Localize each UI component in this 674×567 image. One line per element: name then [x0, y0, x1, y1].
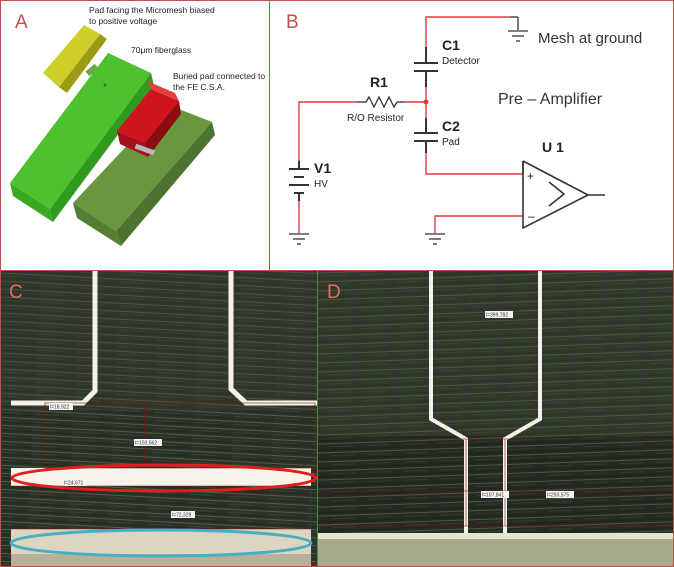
measurement-labels-d: l=399,782 l=107,841 l=293,575 — [481, 311, 574, 499]
panel-b-letter: B — [286, 12, 299, 33]
panel-d-letter: D — [327, 282, 341, 303]
panel-c: l=18,922 l=103,562 l=24,671 l=72,329 C — [0, 270, 318, 567]
u1-name: U 1 — [542, 139, 564, 155]
junction-dot — [423, 99, 429, 105]
green-board — [10, 53, 154, 222]
ground-symbol-battery — [289, 233, 309, 245]
opamp-u1 — [522, 160, 605, 230]
buried-pad — [117, 81, 181, 157]
micrograph-c: l=18,922 l=103,562 l=24,671 l=72,329 C — [1, 271, 317, 566]
capacitor-c1 — [414, 47, 438, 87]
c2-desc: Pad — [442, 137, 460, 148]
c1-name: C1 — [442, 37, 460, 53]
meas-c-1: l=18,922 — [50, 405, 70, 411]
panel-b: B — [269, 0, 674, 271]
v1-desc: HV — [314, 179, 328, 190]
c2-name: C2 — [442, 118, 460, 134]
panel-a-illustration: Pad facing the Micromesh biased to posit… — [10, 5, 266, 246]
panel-a-letter: A — [15, 12, 28, 33]
mesh-label: Mesh at ground — [538, 30, 642, 47]
bright-layer — [11, 468, 311, 486]
dark-board — [73, 104, 215, 246]
buried-pad-label: Buried pad connected to the FE C.S.A. — [173, 71, 266, 92]
pad-label: Pad facing the Micromesh biased to posit… — [89, 5, 215, 26]
measurement-labels-c: l=18,922 l=103,562 l=24,671 l=72,329 — [49, 403, 195, 519]
opamp-minus: – — [528, 209, 535, 223]
ground-symbol-amp — [425, 233, 445, 245]
ground-symbol-mesh — [508, 30, 528, 42]
meas-d-2: l=107,841 — [482, 493, 504, 499]
meas-c-2: l=103,562 — [135, 441, 157, 447]
red-wires — [298, 16, 523, 233]
micrograph-d: l=399,782 l=107,841 l=293,575 D — [318, 271, 673, 566]
panel-d: l=399,782 l=107,841 l=293,575 D — [317, 270, 674, 567]
red-ellipse — [10, 463, 317, 493]
blue-ellipse — [9, 528, 313, 558]
capacitor-c2 — [414, 118, 438, 153]
fiberglass-label: 70μm fiberglass — [131, 45, 192, 55]
v1-name: V1 — [314, 160, 331, 176]
opamp-plus: + — [527, 169, 534, 183]
meas-c-3: l=24,671 — [64, 481, 84, 487]
mesh-ground-wire — [510, 16, 519, 30]
meas-d-3: l=293,575 — [547, 493, 569, 499]
r1-desc: R/O Resistor — [347, 113, 405, 124]
battery-v1 — [289, 161, 309, 201]
panel-a: A Pad fac — [0, 0, 270, 271]
r1-name: R1 — [370, 74, 388, 90]
resistor-r1 — [357, 95, 405, 109]
panel-c-letter: C — [9, 282, 23, 303]
circuit-schematic: C1 Detector R1 R/O Resistor C2 Pad V1 HV… — [289, 16, 642, 245]
micromesh-pad — [43, 25, 107, 93]
preamp-label: Pre – Amplifier — [498, 91, 603, 108]
c1-desc: Detector — [442, 56, 480, 67]
meas-c-4: l=72,329 — [172, 513, 192, 519]
meas-d-1: l=399,782 — [486, 313, 508, 319]
